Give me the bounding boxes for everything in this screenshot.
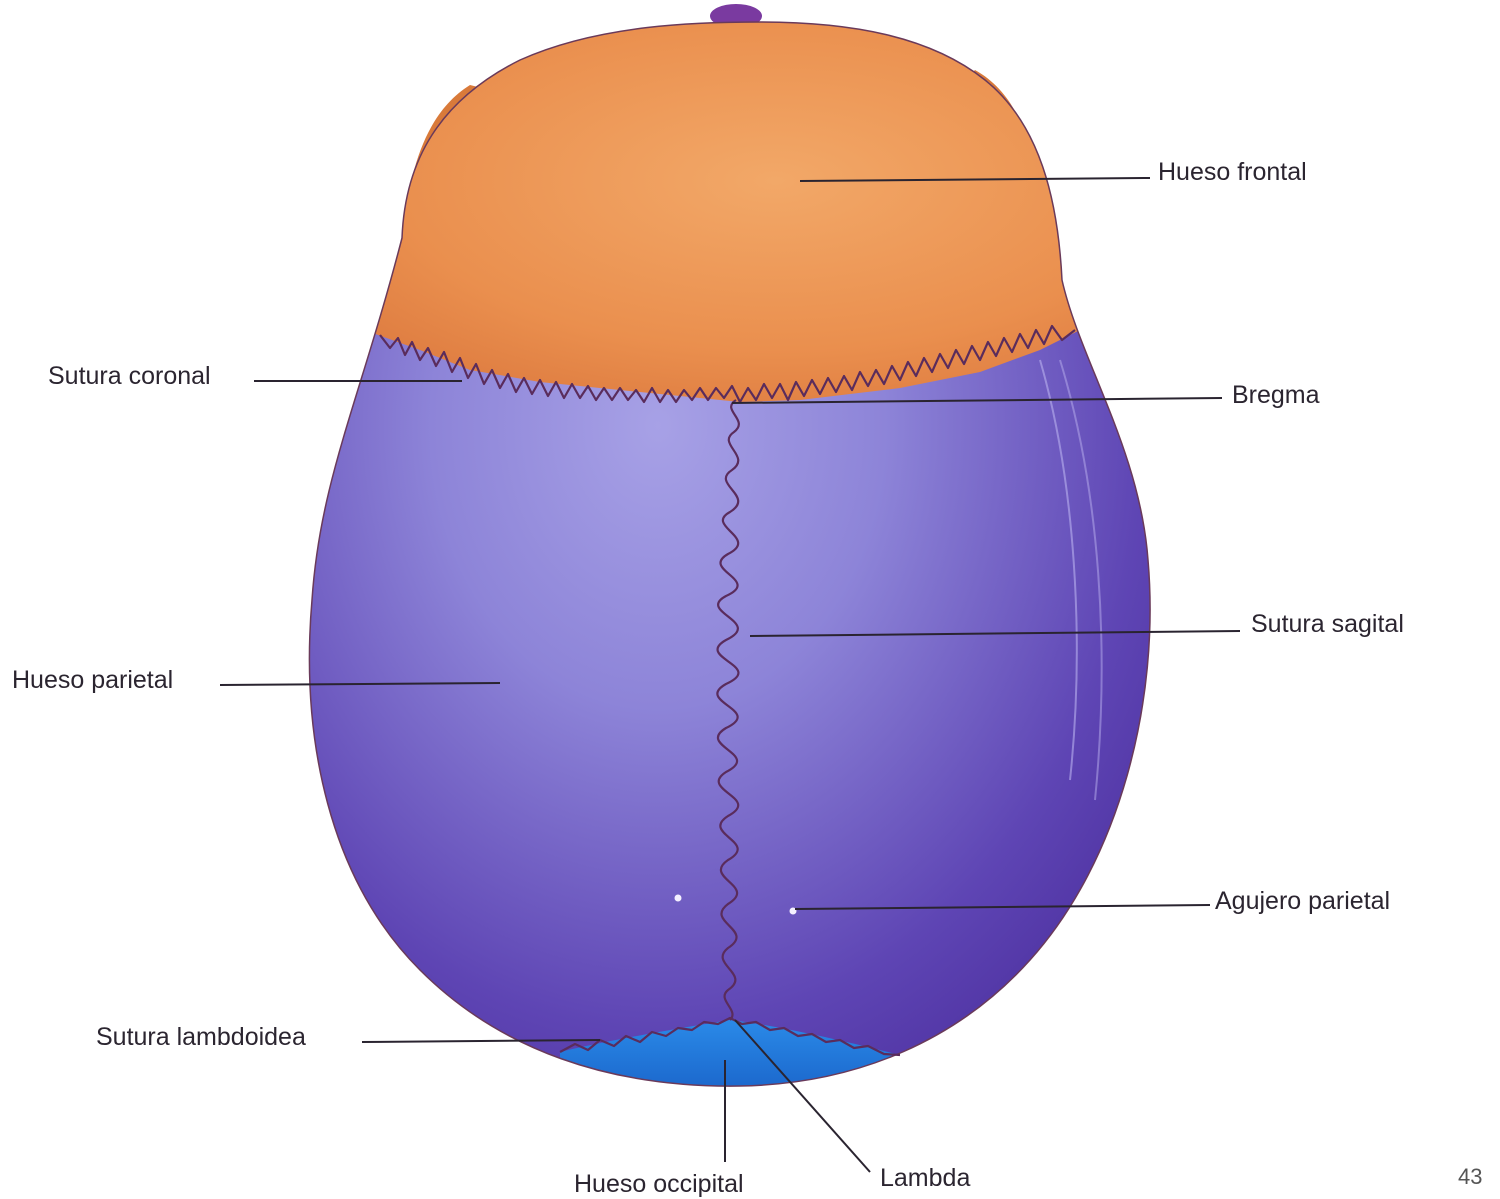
page-number: 43 [1458, 1164, 1482, 1189]
temporal-line-right [1039, 359, 1078, 781]
label-sutura-sagital: Sutura sagital [1251, 610, 1404, 638]
label-sutura-coronal: Sutura coronal [48, 362, 211, 390]
label-hueso-occipital: Hueso occipital [574, 1170, 744, 1198]
frontal-bone [309, 22, 1151, 402]
lambdoid-suture [559, 1016, 901, 1057]
leader-hueso-parietal [219, 682, 501, 686]
sagittal-suture [716, 399, 740, 1021]
leader-lambda [734, 1019, 871, 1173]
label-sutura-lambdoidea: Sutura lambdoidea [96, 1023, 306, 1051]
leader-sutura-sagital [749, 630, 1241, 637]
label-bregma: Bregma [1232, 381, 1320, 409]
label-lambda: Lambda [880, 1164, 970, 1192]
label-hueso-frontal: Hueso frontal [1158, 158, 1307, 186]
coronal-suture [379, 324, 1076, 404]
occipital-bone [560, 1020, 900, 1087]
leader-bregma [731, 397, 1223, 404]
temporal-line-right-2 [1059, 359, 1103, 801]
skull-outline [308, 21, 1151, 1087]
leader-hueso-frontal [799, 177, 1151, 182]
label-agujero-parietal: Agujero parietal [1215, 887, 1390, 915]
parietal-foramen-left [674, 894, 682, 902]
leader-sutura-lambdoidea [361, 1039, 601, 1043]
label-hueso-parietal: Hueso parietal [12, 666, 173, 694]
parietal-foramen-right [789, 907, 797, 915]
leader-agujero-parietal [794, 904, 1211, 910]
